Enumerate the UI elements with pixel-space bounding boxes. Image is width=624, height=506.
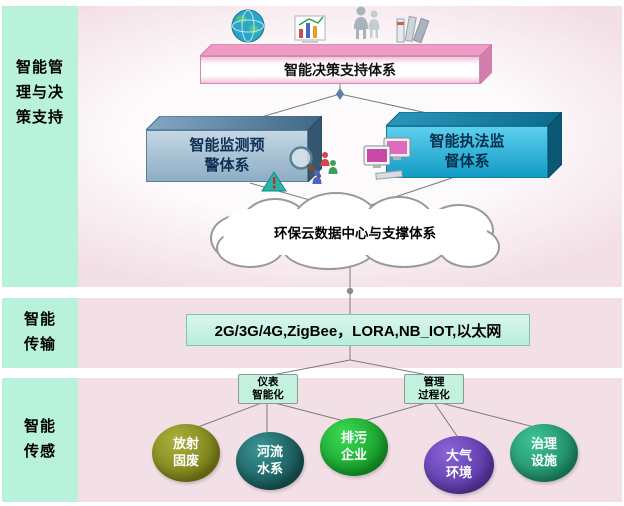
bar-chart-icon	[294, 15, 326, 43]
circle-treatment-facilities: 治理 设施	[510, 424, 578, 482]
junction-bead	[346, 287, 354, 295]
decision-banner-shape	[198, 42, 494, 86]
network-protocols-label: 2G/3G/4G,ZigBee，LORA,NB_IOT,以太网	[214, 322, 502, 340]
node-instrument-intelligence-label: 仪表 智能化	[252, 375, 284, 401]
monitoring-warning-banner-label: 智能监测预 警体系	[189, 136, 265, 174]
side-label-transmission: 智能 传输	[2, 298, 78, 368]
circle-polluting-enterprises-label: 排污 企业	[340, 430, 367, 462]
monitors-icon	[363, 137, 411, 180]
monitoring-banner-shape	[144, 114, 324, 184]
side-label-transmission-text: 智能 传输	[23, 311, 56, 353]
magnifier-icon	[289, 146, 338, 184]
node-instrument-intelligence: 仪表 智能化	[238, 374, 298, 404]
enforcement-supervision-banner: 智能执法监 督体系	[384, 110, 564, 180]
warning-triangle-icon	[261, 171, 287, 192]
side-label-management-text: 智能管 理与决 策支持	[15, 59, 64, 126]
node-management-process: 管理 过程化	[404, 374, 464, 404]
enforcement-supervision-banner-label: 智能执法监 督体系	[429, 132, 505, 170]
books-icon	[396, 15, 430, 44]
monitoring-warning-banner: 智能监测预 警体系	[144, 114, 324, 184]
circle-river-systems: 河流 水系	[236, 432, 304, 490]
side-label-sensing: 智能 传感	[2, 378, 78, 502]
circle-atmospheric-environment: 大气 环境	[424, 436, 494, 494]
circle-treatment-facilities-label: 治理 设施	[530, 436, 557, 468]
decision-support-banner: 智能决策支持体系	[198, 42, 494, 86]
side-label-management: 智能管 理与决 策支持	[2, 6, 78, 287]
cloud-data-center: 环保云数据中心与支撑体系	[210, 192, 500, 270]
node-management-process-label: 管理 过程化	[418, 375, 450, 401]
colored-people-icon	[312, 152, 338, 184]
circle-polluting-enterprises: 排污 企业	[320, 418, 388, 476]
junction-diamond	[336, 88, 344, 100]
circle-radioactive-waste-label: 放射 固废	[172, 436, 199, 468]
globe-icon	[231, 9, 265, 43]
enforcement-banner-shape	[384, 110, 564, 180]
side-label-sensing-text: 智能 传感	[23, 418, 56, 460]
circle-river-systems-label: 河流 水系	[256, 444, 283, 476]
decision-support-banner-label: 智能决策支持体系	[284, 62, 396, 78]
circle-radioactive-waste: 放射 固废	[152, 424, 220, 482]
network-protocols-bar: 2G/3G/4G,ZigBee，LORA,NB_IOT,以太网	[186, 314, 530, 346]
circle-atmospheric-environment-label: 大气 环境	[445, 448, 472, 480]
cloud-data-center-label: 环保云数据中心与支撑体系	[274, 226, 436, 241]
people-icon	[354, 6, 380, 39]
